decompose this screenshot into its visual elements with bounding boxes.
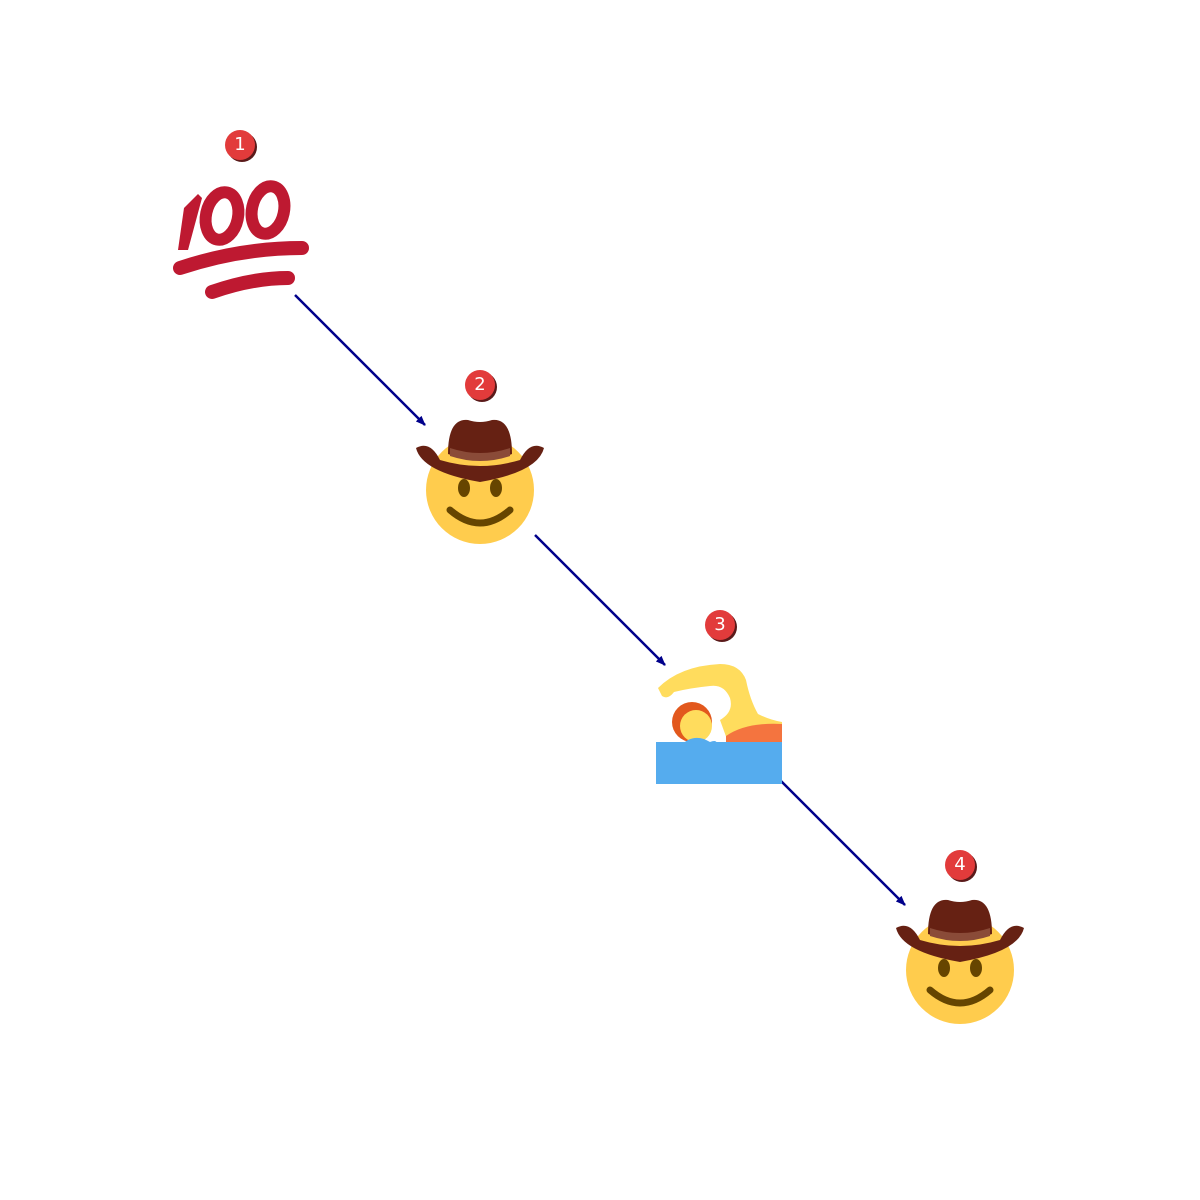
arrow-3-to-4 bbox=[774, 774, 906, 906]
cowboy-hat-face-icon bbox=[410, 410, 550, 550]
step-node-3: 3 bbox=[650, 610, 790, 790]
arrow-2-to-3 bbox=[534, 534, 666, 666]
step-node-4: 4 bbox=[890, 850, 1030, 1030]
hundred-points-icon bbox=[170, 170, 310, 310]
cowboy-hat-face-icon bbox=[890, 890, 1030, 1030]
step-node-1: 1 bbox=[170, 130, 310, 310]
step-number-badge: 4 bbox=[945, 850, 975, 880]
step-number-badge: 3 bbox=[705, 610, 735, 640]
arrow-1-to-2 bbox=[294, 294, 426, 426]
step-number-badge: 2 bbox=[465, 370, 495, 400]
step-node-2: 2 bbox=[410, 370, 550, 550]
step-number-badge: 1 bbox=[225, 130, 255, 160]
person-swimming-icon bbox=[650, 650, 790, 790]
